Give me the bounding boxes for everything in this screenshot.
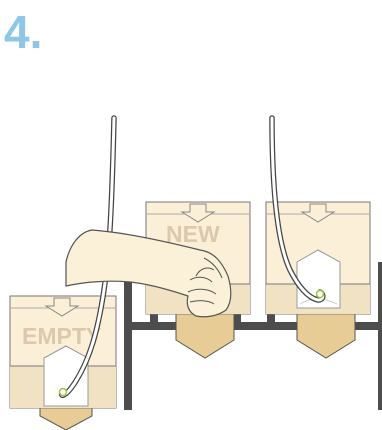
bag-box-filled — [265, 201, 371, 359]
funnel — [175, 313, 235, 359]
down-arrow-icon — [180, 203, 216, 223]
rack-hook-2 — [233, 310, 241, 324]
tube-end — [315, 289, 325, 299]
rack-post-left — [124, 258, 132, 410]
new-label: NEW — [166, 221, 220, 247]
bag — [43, 345, 89, 407]
rack-post-right — [378, 262, 382, 410]
tube-end — [58, 387, 68, 397]
rack-crossbar — [132, 322, 378, 330]
rack-hook-3 — [267, 310, 275, 324]
down-arrow-icon — [44, 297, 80, 317]
down-arrow-icon — [300, 203, 336, 223]
rack-hook-1 — [150, 310, 158, 324]
tubes — [58, 115, 326, 399]
empty-label: EMPTY — [22, 323, 101, 349]
hand-icon — [65, 229, 232, 318]
step-number: 4. — [4, 6, 43, 58]
funnel — [296, 313, 356, 359]
